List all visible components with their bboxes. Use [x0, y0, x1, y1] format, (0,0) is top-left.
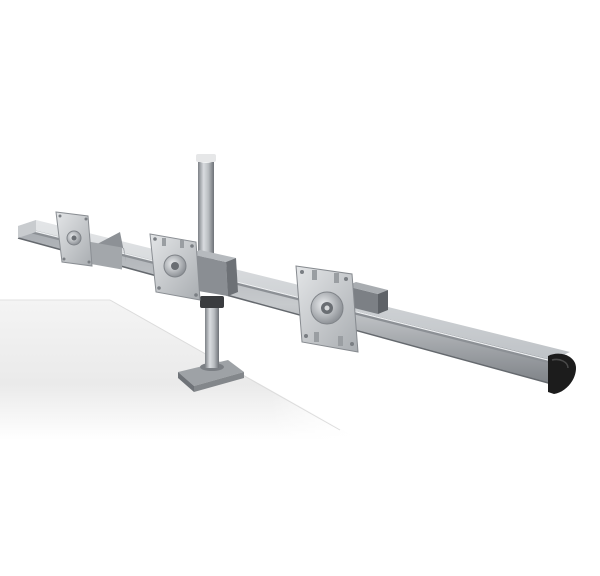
vesa-plate-right: [295, 265, 359, 353]
desk-surface: [0, 299, 360, 440]
vesa-plate-center: [149, 233, 201, 301]
lower-pole: [200, 296, 224, 368]
upper-pole: [190, 154, 238, 296]
vesa-plate-left: [55, 211, 126, 270]
rail-end-cap: [548, 353, 576, 394]
